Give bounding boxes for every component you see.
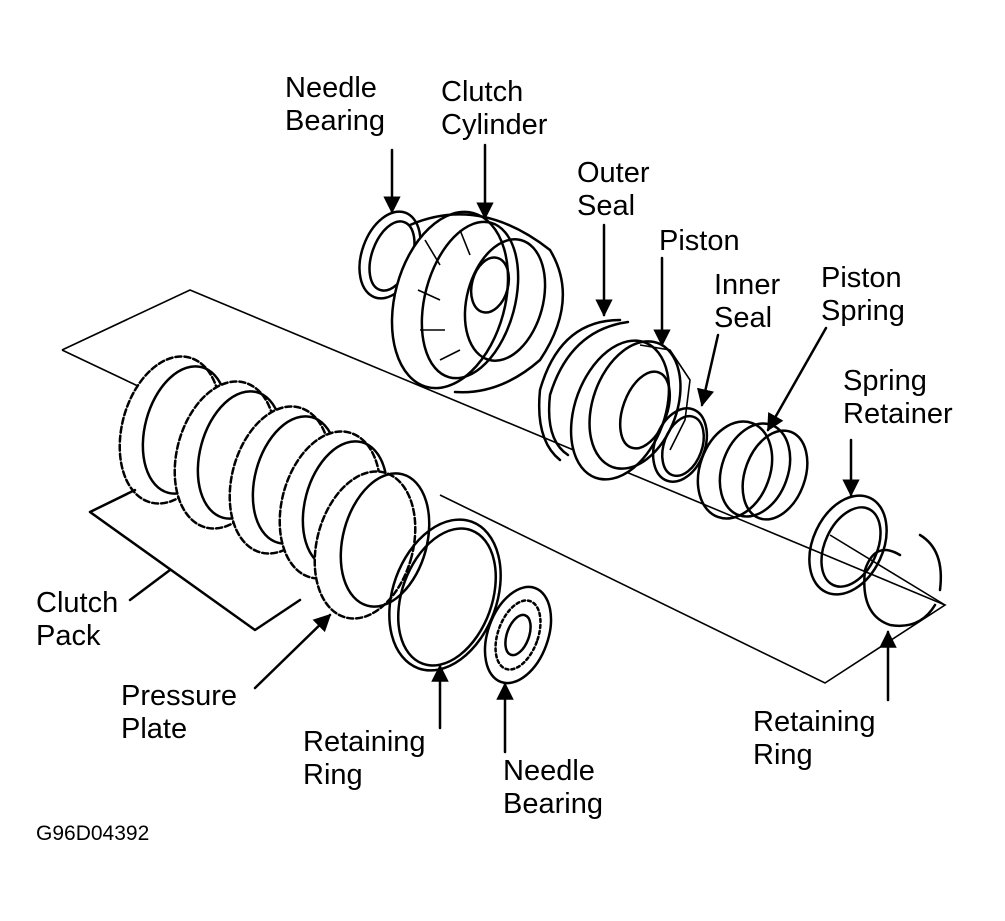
label-piston-spring: Piston Spring (821, 262, 905, 327)
arrow-inner-seal (696, 333, 720, 407)
label-outer-seal: Outer Seal (577, 157, 650, 222)
label-clutch-cylinder: Clutch Cylinder (441, 76, 548, 141)
arrow-piston-spring (766, 326, 828, 432)
figure-code: G96D04392 (36, 822, 150, 845)
retaining-ring-right-part (829, 533, 946, 628)
label-inner-seal: Inner Seal (714, 269, 781, 334)
piston-spring-part (696, 420, 809, 521)
outer-seal-part (538, 318, 630, 462)
pressure-plate-part (313, 470, 431, 620)
clutch-cylinder-part (390, 210, 565, 394)
label-needle-bearing-bottom: Needle Bearing (503, 755, 603, 820)
leader-arrows (253, 143, 897, 754)
spring-retainer-part (808, 494, 888, 596)
label-pressure-plate: Pressure Plate (121, 680, 238, 745)
label-spring-retainer: Spring Retainer (843, 365, 953, 430)
label-clutch-pack: Clutch Pack (36, 587, 119, 652)
label-retaining-ring-right: Retaining Ring (753, 706, 876, 771)
label-retaining-ring-bottom: Retaining Ring (303, 726, 426, 791)
piston-part (569, 339, 691, 481)
label-piston: Piston (659, 225, 740, 257)
needle-bearing-bottom-part (483, 585, 553, 685)
label-needle-bearing-top: Needle Bearing (285, 72, 385, 137)
arrow-pressure-plate (253, 613, 332, 690)
clutch-pack-bracket (88, 488, 302, 632)
